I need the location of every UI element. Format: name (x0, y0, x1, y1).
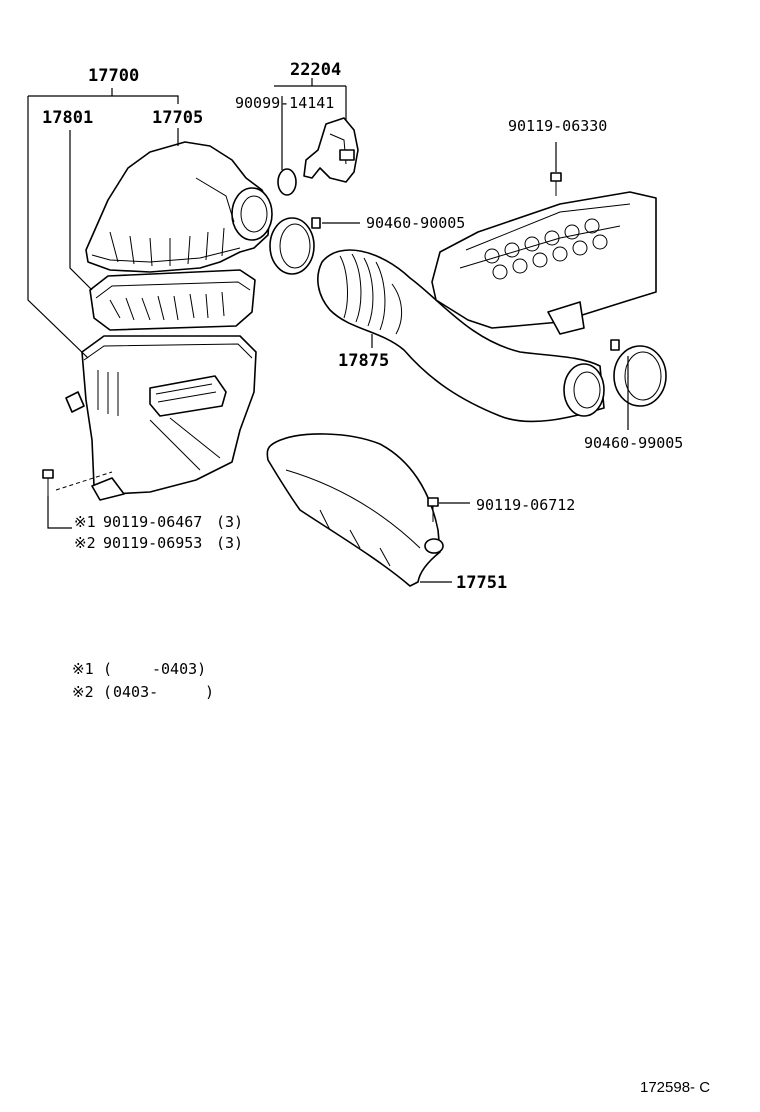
part-label-air-cleaner-assy: 17700 (88, 66, 139, 86)
note-mark: ※1 (72, 660, 94, 678)
part-label-filter-element: 17801 (42, 108, 93, 128)
part-label-cap-sub-assy: 17705 (152, 108, 203, 128)
air-cleaner-cap (85, 141, 273, 273)
intake-hose (317, 249, 605, 423)
note-range: -0403) (152, 660, 206, 678)
part-label-o-ring: 90099-14141 (235, 94, 334, 112)
bolt-number: 90119-06467 (103, 513, 202, 531)
air-cleaner-case (65, 335, 257, 501)
note-open: ( (103, 660, 112, 678)
air-flow-meter (303, 117, 359, 183)
inlet-duct (266, 433, 444, 587)
bolt-mark: ※2 (74, 534, 96, 552)
bolt-icon (427, 497, 439, 522)
part-label-inlet-bolt: 90119-06712 (476, 496, 575, 514)
part-label-inlet-duct: 17751 (456, 573, 507, 593)
bolt-icon (550, 172, 562, 196)
bolt-list-item: ※2 90119-06953 (3) (74, 534, 243, 552)
part-label-air-flow-meter: 22204 (290, 60, 341, 80)
bolt-list-item: ※1 90119-06467 (3) (74, 513, 243, 531)
bolt-mark: ※1 (74, 513, 96, 531)
part-label-clamp-upper: 90460-90005 (366, 214, 465, 232)
note-open: ( (103, 683, 112, 701)
bolt-qty: (3) (216, 534, 243, 552)
note-range: 0403- (113, 683, 158, 701)
note-item: ※2 ( 0403- ) (72, 683, 214, 701)
note-item: ※1 ( -0403) (72, 660, 206, 678)
note-mark: ※2 (72, 683, 94, 701)
part-label-intake-hose: 17875 (338, 351, 389, 371)
resonator (431, 191, 657, 335)
note-close: ) (205, 683, 214, 701)
bolt-qty: (3) (216, 513, 243, 531)
leader-lines (27, 78, 629, 583)
bolt-icon (42, 469, 54, 496)
part-label-meter-screw: 90119-06330 (508, 117, 607, 135)
part-label-clamp-lower: 90460-99005 (584, 434, 683, 452)
bolt-number: 90119-06953 (103, 534, 202, 552)
filter-element (89, 269, 256, 331)
o-ring (277, 168, 297, 196)
clamp-lower (610, 339, 667, 407)
figure-reference: 172598- C (640, 1079, 710, 1096)
clamp-upper (269, 217, 321, 275)
